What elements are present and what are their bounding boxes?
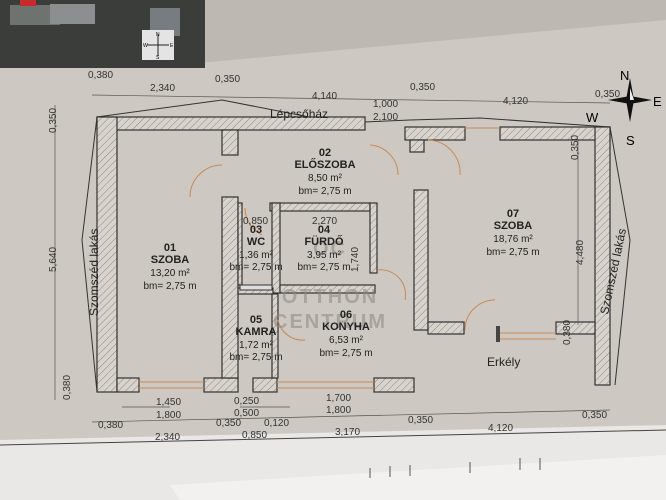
svg-text:0,850: 0,850 [242, 430, 267, 441]
svg-text:4,140: 4,140 [312, 91, 337, 102]
svg-text:0,500: 0,500 [234, 408, 259, 419]
svg-text:bm= 2,75 m: bm= 2,75 m [319, 348, 372, 359]
walls [96, 116, 611, 393]
svg-text:CENTRUM: CENTRUM [273, 311, 387, 333]
svg-text:0,350: 0,350 [216, 418, 241, 429]
svg-text:18,76 m²: 18,76 m² [493, 234, 533, 245]
svg-text:0,120: 0,120 [264, 418, 289, 429]
svg-text:6,53 m²: 6,53 m² [329, 335, 364, 346]
svg-text:W: W [586, 110, 599, 125]
svg-text:13,20 m²: 13,20 m² [150, 268, 190, 279]
svg-text:0,850: 0,850 [243, 216, 268, 227]
svg-text:N: N [156, 32, 160, 38]
svg-text:bm= 2,75 m: bm= 2,75 m [229, 262, 282, 273]
svg-text:0,350: 0,350 [582, 410, 607, 421]
svg-text:5,640: 5,640 [48, 247, 59, 272]
svg-text:SZOBA: SZOBA [151, 254, 190, 266]
svg-text:0,380: 0,380 [88, 70, 113, 81]
svg-text:01: 01 [164, 242, 176, 254]
svg-text:0,350: 0,350 [595, 89, 620, 100]
svg-text:0,380: 0,380 [562, 320, 573, 345]
svg-text:bm= 2,75 m: bm= 2,75 m [143, 281, 196, 292]
map-compass: N E S W [142, 30, 174, 61]
svg-text:1,800: 1,800 [156, 410, 181, 421]
balcony-label: Erkély [487, 355, 520, 369]
svg-text:07: 07 [507, 208, 519, 220]
svg-text:0,380: 0,380 [98, 420, 123, 431]
svg-text:2,100: 2,100 [373, 112, 398, 123]
svg-text:3,95 m²: 3,95 m² [307, 250, 342, 261]
svg-text:KAMRA: KAMRA [236, 326, 277, 338]
svg-text:2,340: 2,340 [155, 432, 180, 443]
svg-text:0,350: 0,350 [408, 415, 433, 426]
compass-rose-icon: N E S W [586, 68, 662, 148]
neighbor-left-label: Szomszéd lakás [87, 229, 101, 316]
svg-text:04: 04 [318, 224, 331, 236]
svg-text:FÜRDŐ: FÜRDŐ [304, 235, 344, 248]
svg-text:05: 05 [250, 314, 262, 326]
svg-text:W: W [143, 43, 148, 49]
svg-text:0,350: 0,350 [215, 74, 240, 85]
watermark: OC OTTHON CENTRUM [273, 238, 387, 333]
svg-text:2,270: 2,270 [312, 216, 337, 227]
svg-text:02: 02 [319, 147, 331, 159]
svg-text:bm= 2,75 m: bm= 2,75 m [229, 352, 282, 363]
svg-text:0,350: 0,350 [410, 82, 435, 93]
svg-text:1,800: 1,800 [326, 405, 351, 416]
stairwell-label: Lépcsőház [270, 107, 328, 121]
svg-text:1,700: 1,700 [326, 393, 351, 404]
svg-text:06: 06 [340, 309, 352, 321]
svg-text:1,450: 1,450 [156, 397, 181, 408]
svg-text:0,250: 0,250 [234, 396, 259, 407]
dimensions-top: 0,380 2,340 0,350 4,140 1,000 2,100 0,350 4,… [88, 70, 620, 123]
svg-text:bm= 2,75 m: bm= 2,75 m [486, 247, 539, 258]
svg-text:E: E [170, 43, 174, 49]
dimensions-inner: 0,850 2,270 1,740 4,480 0,350 0,380 [243, 135, 586, 345]
svg-text:4,480: 4,480 [575, 240, 586, 265]
svg-text:1,72 m²: 1,72 m² [239, 340, 274, 351]
svg-text:OC: OC [313, 238, 347, 260]
svg-text:8,50 m²: 8,50 m² [308, 173, 343, 184]
svg-text:SZOBA: SZOBA [494, 220, 533, 232]
svg-text:3,170: 3,170 [335, 427, 360, 438]
dimensions-left: 0,350 5,640 0,380 [48, 108, 73, 400]
svg-text:1,740: 1,740 [350, 247, 361, 272]
svg-text:OTTHON: OTTHON [282, 286, 378, 308]
svg-text:0,350: 0,350 [48, 108, 59, 133]
svg-text:KONYHA: KONYHA [322, 321, 370, 333]
svg-text:0,350: 0,350 [570, 135, 581, 160]
svg-text:E: E [653, 94, 662, 109]
svg-text:WC: WC [247, 236, 265, 248]
svg-text:4,120: 4,120 [488, 423, 513, 434]
svg-text:1,36 m²: 1,36 m² [239, 250, 274, 261]
svg-text:0,380: 0,380 [62, 375, 73, 400]
svg-text:1,000: 1,000 [373, 99, 398, 110]
svg-text:bm= 2,75 m: bm= 2,75 m [298, 186, 351, 197]
svg-text:4,120: 4,120 [503, 96, 528, 107]
svg-text:bm= 2,75 m: bm= 2,75 m [297, 262, 350, 273]
svg-text:03: 03 [250, 224, 262, 236]
svg-text:ELŐSZOBA: ELŐSZOBA [294, 158, 355, 171]
svg-text:2,340: 2,340 [150, 83, 175, 94]
svg-text:S: S [156, 55, 160, 61]
svg-text:S: S [626, 133, 635, 148]
svg-text:N: N [620, 68, 629, 83]
